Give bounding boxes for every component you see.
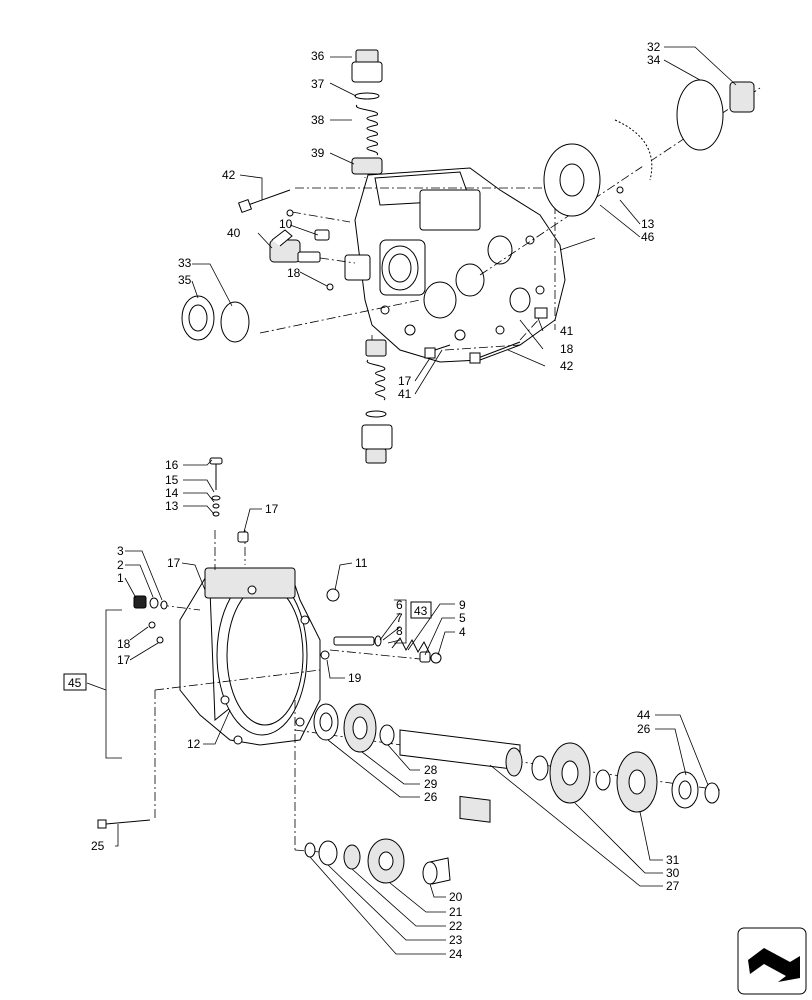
callout-13-upper: 13 <box>641 217 655 231</box>
callout-35: 35 <box>178 273 192 287</box>
callout-20: 20 <box>449 890 463 904</box>
callout-31: 31 <box>666 853 680 867</box>
upper-valve-stack <box>351 49 383 175</box>
lower-valve-stack <box>361 339 393 464</box>
bolt-42-upper <box>237 189 291 214</box>
callout-12: 12 <box>187 737 201 751</box>
leader-lines <box>115 46 737 955</box>
next-page-arrow-icon[interactable] <box>737 927 807 995</box>
boxed-callouts: 43 45 <box>63 601 432 691</box>
boxed-callout-43: 43 <box>414 604 428 618</box>
callout-6: 6 <box>396 598 403 612</box>
callout-40: 40 <box>227 226 241 240</box>
callout-3: 3 <box>117 544 124 558</box>
lower-gear-subassembly <box>304 838 451 885</box>
left-small-parts <box>133 595 168 644</box>
callout-13-lower: 13 <box>165 499 179 513</box>
callout-18-upper: 18 <box>287 266 301 280</box>
callout-26-left: 26 <box>424 790 438 804</box>
callout-7: 7 <box>396 611 403 625</box>
plunger-16 <box>209 457 249 543</box>
callout-8: 8 <box>396 624 403 638</box>
callout-39: 39 <box>311 146 325 160</box>
callout-30: 30 <box>666 866 680 880</box>
callout-28: 28 <box>424 763 438 777</box>
bolt-25 <box>97 819 151 829</box>
callout-17-bottom: 17 <box>117 653 131 667</box>
callout-22: 22 <box>449 919 463 933</box>
bracket-45 <box>86 609 122 759</box>
callout-17-top: 17 <box>265 502 279 516</box>
callout-18-right: 18 <box>560 342 574 356</box>
callout-10: 10 <box>279 217 293 231</box>
callout-5: 5 <box>459 611 466 625</box>
callout-4: 4 <box>459 625 466 639</box>
callout-17-left: 17 <box>167 556 181 570</box>
bolts-right-upper <box>424 307 548 364</box>
boxed-callout-45: 45 <box>68 676 82 690</box>
callout-16: 16 <box>165 458 179 472</box>
callout-25: 25 <box>91 839 105 853</box>
callout-41-upper: 41 <box>560 324 574 338</box>
solenoid-40 <box>269 229 321 263</box>
valve-shaft <box>320 588 442 664</box>
callout-32: 32 <box>647 40 661 54</box>
callout-26-right: 26 <box>637 722 651 736</box>
small-parts-upper <box>286 209 334 291</box>
callout-labels: 36 37 38 39 42 10 40 18 33 35 32 34 13 4… <box>91 40 680 961</box>
callout-42-upper: 42 <box>222 168 236 182</box>
upper-right-parts <box>543 79 755 217</box>
callout-44: 44 <box>637 708 651 722</box>
callout-24: 24 <box>449 947 463 961</box>
seal-33-35 <box>181 295 250 343</box>
callout-34: 34 <box>647 53 661 67</box>
callout-38: 38 <box>311 113 325 127</box>
callout-41-lower: 41 <box>398 387 412 401</box>
upper-housing <box>344 167 566 363</box>
lower-housing <box>179 567 321 746</box>
callout-23: 23 <box>449 933 463 947</box>
bracket-6-8 <box>394 599 407 644</box>
callout-19: 19 <box>348 671 362 685</box>
callout-21: 21 <box>449 905 463 919</box>
callout-37: 37 <box>311 77 325 91</box>
callout-46: 46 <box>641 230 655 244</box>
callout-9: 9 <box>459 598 466 612</box>
callout-42-lower: 42 <box>560 359 574 373</box>
callout-27: 27 <box>666 879 680 893</box>
callout-36: 36 <box>311 49 325 63</box>
callout-33: 33 <box>178 256 192 270</box>
main-shaft-assembly <box>313 703 720 823</box>
callout-17-upper: 17 <box>398 374 412 388</box>
callout-29: 29 <box>424 777 438 791</box>
callout-18-left: 18 <box>117 637 131 651</box>
callout-1: 1 <box>117 571 124 585</box>
callout-15: 15 <box>165 473 179 487</box>
callout-11: 11 <box>355 556 368 570</box>
callout-2: 2 <box>117 558 124 572</box>
callout-14: 14 <box>165 486 179 500</box>
